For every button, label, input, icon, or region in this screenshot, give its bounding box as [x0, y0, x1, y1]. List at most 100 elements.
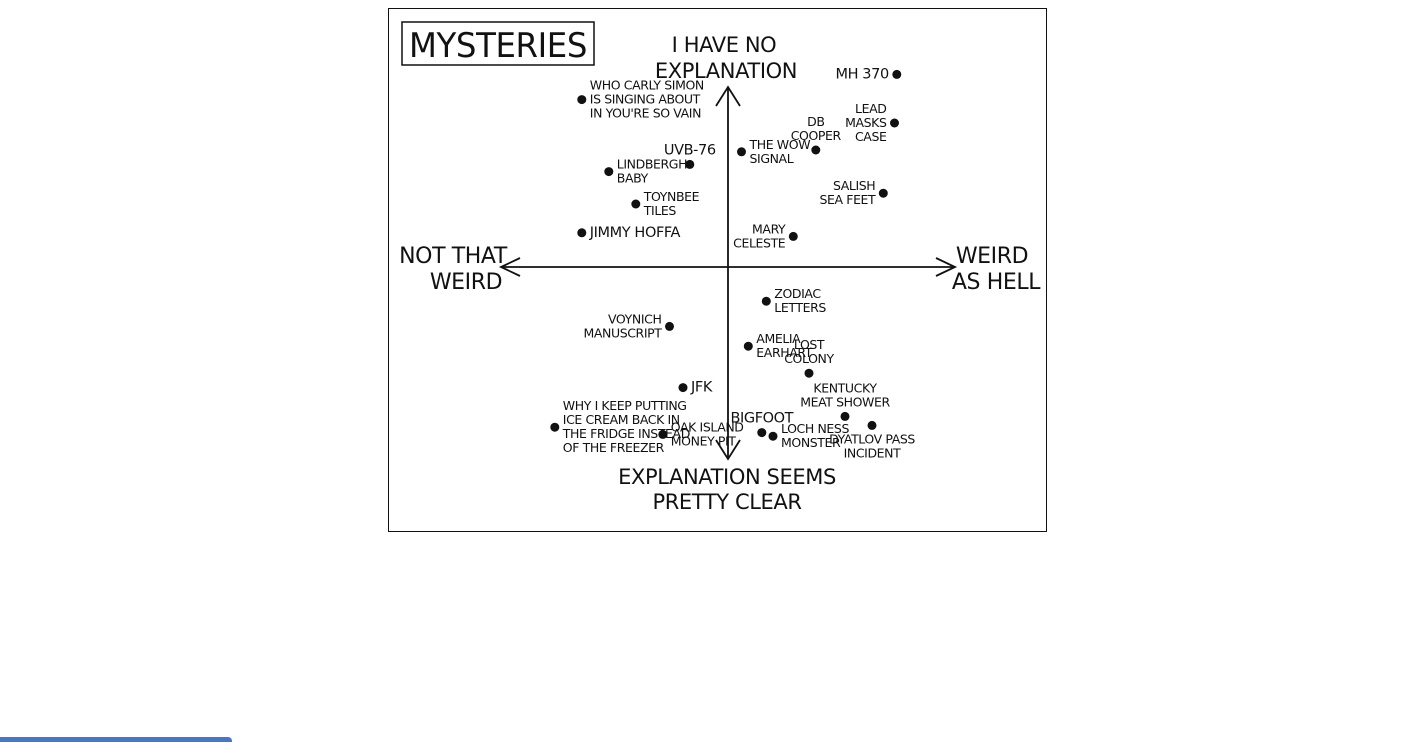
- point-marker: [577, 228, 587, 238]
- point-marker: [878, 188, 888, 198]
- point-label-line: OF THE FREEZER: [563, 440, 665, 455]
- title-box: MYSTERIES: [401, 21, 595, 66]
- point-label-line: SEA FEET: [820, 192, 877, 207]
- point-marker: [811, 145, 821, 155]
- point-label-line: VOYNICH: [608, 311, 662, 326]
- point-label-line: BABY: [617, 171, 649, 186]
- point-label-line: MEAT SHOWER: [800, 394, 890, 409]
- point-label-line: WHO CARLY SIMON: [590, 78, 704, 93]
- axis-label-top-line-2: EXPLANATION: [655, 59, 797, 83]
- mysteries-comic: MYSTERIES I HAVE NO EXPLANATION EXPLANAT…: [388, 8, 1047, 532]
- point-label-line: INCIDENT: [844, 445, 902, 460]
- point-marker: [840, 411, 850, 421]
- point-marker: [743, 341, 753, 351]
- point-label-line: IS SINGING ABOUT: [590, 92, 701, 107]
- point-label-line: JFK: [690, 380, 713, 396]
- point-marker: [788, 231, 798, 241]
- point-marker: [550, 422, 560, 432]
- point-label-line: ZODIAC: [774, 286, 821, 301]
- point-label-line: JIMMY HOFFA: [589, 225, 681, 241]
- point-label-line: SIGNAL: [750, 151, 794, 166]
- axis-label-left-line-1: NOT THAT: [399, 244, 508, 269]
- point-label-line: THE WOW: [749, 137, 811, 152]
- point-label-line: MH 370: [835, 66, 888, 82]
- arrow-right-icon: [935, 257, 958, 277]
- point-label-line: SALISH: [833, 178, 875, 193]
- point-label-line: THE FRIDGE INSTEAD: [562, 426, 690, 441]
- point-label-line: BIGFOOT: [730, 411, 793, 427]
- point-label-line: DYATLOV PASS: [829, 431, 915, 446]
- point-marker: [678, 383, 688, 393]
- point-marker: [890, 118, 899, 128]
- chart-title: MYSTERIES: [409, 26, 587, 66]
- point-label-line: LETTERS: [774, 300, 826, 315]
- point-label-line: COLONY: [784, 351, 834, 366]
- point-label-line: MONEY PIT: [671, 433, 737, 448]
- axis-label-left-line-2: WEIRD: [430, 270, 502, 295]
- point-label-line: AMELIA: [756, 331, 801, 346]
- point-marker: [761, 296, 771, 306]
- arrow-down-icon: [715, 439, 741, 461]
- bottom-bar: [0, 737, 232, 742]
- point-marker: [604, 167, 614, 177]
- axis-label-right-line-2: AS HELL: [952, 270, 1041, 295]
- point-marker: [892, 69, 902, 79]
- point-label-line: IN YOU'RE SO VAIN: [590, 106, 701, 121]
- axis-labels: I HAVE NO EXPLANATION EXPLANATION SEEMS …: [399, 33, 1042, 514]
- point-label-line: ICE CREAM BACK IN: [563, 412, 680, 427]
- point-marker: [665, 321, 674, 331]
- point-marker: [757, 428, 767, 438]
- point-label-line: LEAD: [855, 101, 886, 116]
- point-label-line: LOST: [794, 337, 825, 352]
- point-marker: [631, 199, 641, 209]
- axis-label-bottom-line-2: PRETTY CLEAR: [652, 490, 801, 514]
- point-label-line: MASKS: [845, 115, 887, 130]
- point-label-line: TOYNBEE: [643, 189, 700, 204]
- point-marker: [737, 147, 746, 157]
- point-label-line: MANUSCRIPT: [583, 325, 662, 340]
- point-label-line: LOCH NESS: [781, 421, 849, 436]
- point-label-line: LINDBERGH: [617, 157, 687, 172]
- axis-label-top-line-1: I HAVE NO: [672, 33, 777, 57]
- point-marker: [577, 95, 587, 105]
- point-marker: [768, 431, 778, 441]
- mysteries-chart: MYSTERIES I HAVE NO EXPLANATION EXPLANAT…: [399, 21, 1042, 514]
- point-label-line: OAK ISLAND: [671, 419, 744, 434]
- point-label-line: MARY: [752, 221, 786, 236]
- arrow-left-icon: [498, 257, 521, 277]
- axis-label-right-line-1: WEIRD: [956, 244, 1028, 269]
- point-marker: [867, 420, 877, 430]
- point-label-line: WHY I KEEP PUTTING: [563, 398, 687, 413]
- point-label-line: TILES: [643, 203, 677, 218]
- point-uvb-76: UVB-76: [664, 142, 716, 169]
- point-label-line: KENTUCKY: [813, 380, 877, 395]
- point-label-line: UVB-76: [664, 142, 716, 158]
- point-jfk: JFK: [678, 380, 713, 396]
- point-label-line: EARHART: [756, 345, 812, 360]
- arrow-up-icon: [715, 85, 741, 107]
- point-mh-370: MH 370: [835, 66, 902, 82]
- point-marker: [685, 159, 695, 169]
- point-jimmy-hoffa: JIMMY HOFFA: [577, 225, 681, 241]
- point-label-line: DB: [807, 114, 824, 129]
- title-frame: [401, 21, 595, 66]
- axes: [498, 85, 958, 461]
- point-label-line: CELESTE: [733, 235, 786, 250]
- point-marker: [804, 368, 814, 378]
